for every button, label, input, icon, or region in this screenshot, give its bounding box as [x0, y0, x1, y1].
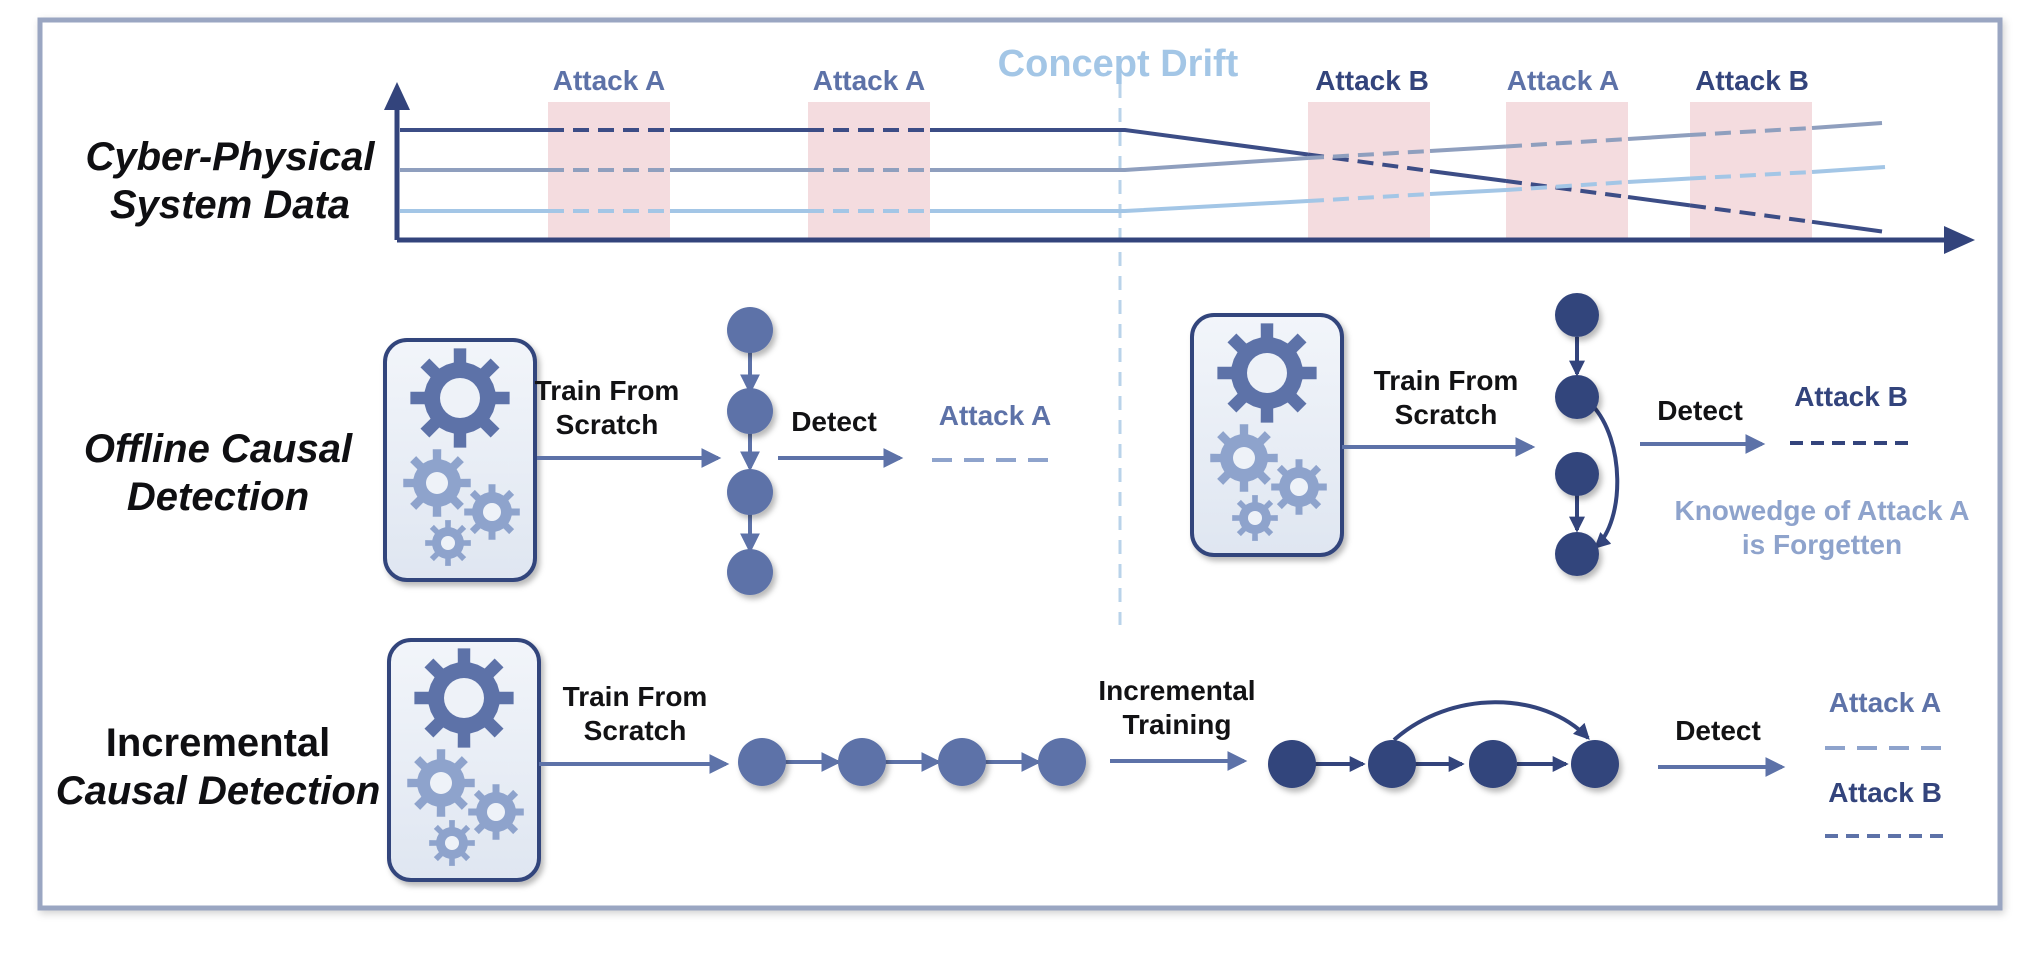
- graph-node-icon: [1038, 738, 1086, 786]
- gear-hole: [487, 803, 505, 821]
- graph-node-icon: [1268, 740, 1316, 788]
- forgotten-note-line2: is Forgetten: [1742, 529, 1902, 560]
- attack-label-3: Attack B: [1315, 65, 1429, 96]
- graph-node-icon: [1555, 452, 1599, 496]
- incremental-row: Train From Scratch Incremental Training …: [539, 675, 1948, 838]
- attack-band-5: [1690, 102, 1812, 240]
- gear-hole: [430, 772, 452, 794]
- train-label-line1: Train From: [1374, 365, 1519, 396]
- graph-node-icon: [727, 549, 773, 595]
- incremental-label-line2: Training: [1123, 709, 1232, 740]
- gear-hole: [440, 378, 480, 418]
- train-label-line1: Train From: [563, 681, 708, 712]
- row-label-incremental-line2: Causal Detection: [56, 769, 381, 813]
- train-label-line1: Train From: [535, 375, 680, 406]
- gear-hole: [483, 503, 501, 521]
- graph-node-icon: [1555, 532, 1599, 576]
- train-label-line2: Scratch: [556, 409, 659, 440]
- attack-label-5: Attack B: [1695, 65, 1809, 96]
- attack-label-2: Attack A: [813, 65, 926, 96]
- gears-device-icon: [1190, 313, 1344, 557]
- offline-after: Train From Scratch Detect Attack B Knowe…: [1342, 293, 1970, 576]
- result-attack-b: Attack B: [1828, 777, 1942, 808]
- row-label-cps-line2: System Data: [110, 183, 350, 227]
- detect-label: Detect: [1675, 715, 1761, 746]
- attack-label-4: Attack A: [1507, 65, 1620, 96]
- graph-node-icon: [938, 738, 986, 786]
- result-attack-a: Attack A: [1829, 687, 1942, 718]
- cps-timeline: Attack A Attack A Attack B Attack A Atta…: [384, 43, 1975, 625]
- gears-device-icon: [387, 638, 541, 882]
- gear-hole: [1248, 511, 1262, 525]
- signal-light: [400, 165, 1886, 213]
- row-label-offline-line1: Offline Causal: [84, 427, 353, 471]
- y-axis-arrow: [384, 82, 410, 110]
- gear-hole: [1247, 353, 1287, 393]
- causal-graph-forgotten: [1555, 293, 1620, 576]
- train-label-line2: Scratch: [1395, 399, 1498, 430]
- gear-hole: [426, 472, 448, 494]
- graph-node-icon: [1469, 740, 1517, 788]
- row-label-incremental-line1: Incremental: [106, 721, 331, 765]
- row-label-offline-line2: Detection: [127, 475, 309, 519]
- signal-gray: [400, 121, 1883, 172]
- gears-device-icon: [383, 338, 537, 582]
- graph-node-icon: [1555, 293, 1599, 337]
- detect-label: Detect: [791, 406, 877, 437]
- result-attack: Attack B: [1794, 381, 1908, 412]
- graph-node-icon: [1368, 740, 1416, 788]
- gear-hole: [441, 536, 455, 550]
- causal-graph-updated: [1268, 700, 1619, 788]
- signal-dark: [400, 128, 1883, 234]
- causal-graph-vertical: [727, 307, 773, 595]
- graph-node-icon: [727, 307, 773, 353]
- row-label-cps-line1: Cyber-Physical: [85, 135, 375, 179]
- attack-band-4: [1506, 102, 1628, 240]
- gear-hole: [1290, 478, 1308, 496]
- x-axis-arrow: [1944, 226, 1975, 254]
- gear-hole: [445, 836, 459, 850]
- attack-band-3: [1308, 102, 1430, 240]
- causal-graph-initial: [738, 738, 1086, 786]
- graph-node-icon: [1571, 740, 1619, 788]
- graph-node-icon: [738, 738, 786, 786]
- graph-node-icon: [838, 738, 886, 786]
- incremental-label-line1: Incremental: [1098, 675, 1255, 706]
- graph-node-icon: [727, 388, 773, 434]
- concept-drift-label: Concept Drift: [998, 43, 1239, 85]
- gear-hole: [444, 678, 484, 718]
- graph-node-icon: [1555, 375, 1599, 419]
- forgotten-note-line1: Knowedge of Attack A: [1674, 495, 1969, 526]
- attack-label-1: Attack A: [553, 65, 666, 96]
- train-label-line2: Scratch: [584, 715, 687, 746]
- gear-hole: [1233, 447, 1255, 469]
- detect-label: Detect: [1657, 395, 1743, 426]
- result-attack: Attack A: [939, 400, 1052, 431]
- graph-node-icon: [727, 469, 773, 515]
- offline-before: Train From Scratch Detect Attack A: [535, 307, 1060, 595]
